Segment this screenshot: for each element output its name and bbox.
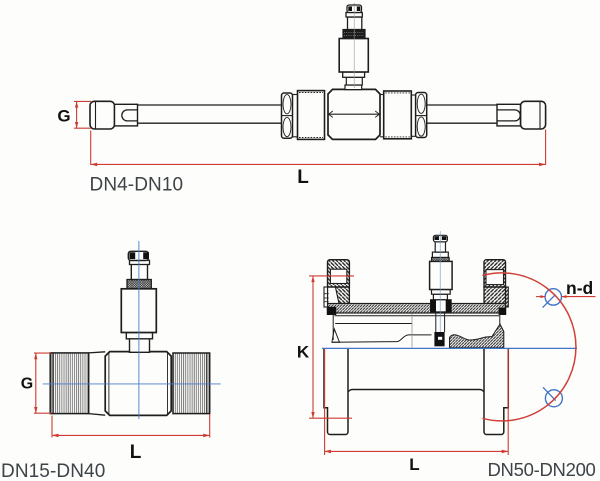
- svg-text:G: G: [57, 107, 70, 126]
- svg-text:DN4-DN10: DN4-DN10: [90, 175, 184, 196]
- svg-text:L: L: [409, 455, 419, 474]
- svg-text:n-d: n-d: [566, 278, 593, 298]
- svg-text:G: G: [21, 376, 33, 393]
- svg-text:L: L: [297, 167, 309, 188]
- svg-text:DN50-DN200: DN50-DN200: [488, 459, 596, 480]
- svg-text:K: K: [297, 343, 310, 362]
- svg-text:L: L: [130, 442, 142, 463]
- svg-text:DN15-DN40: DN15-DN40: [1, 461, 105, 481]
